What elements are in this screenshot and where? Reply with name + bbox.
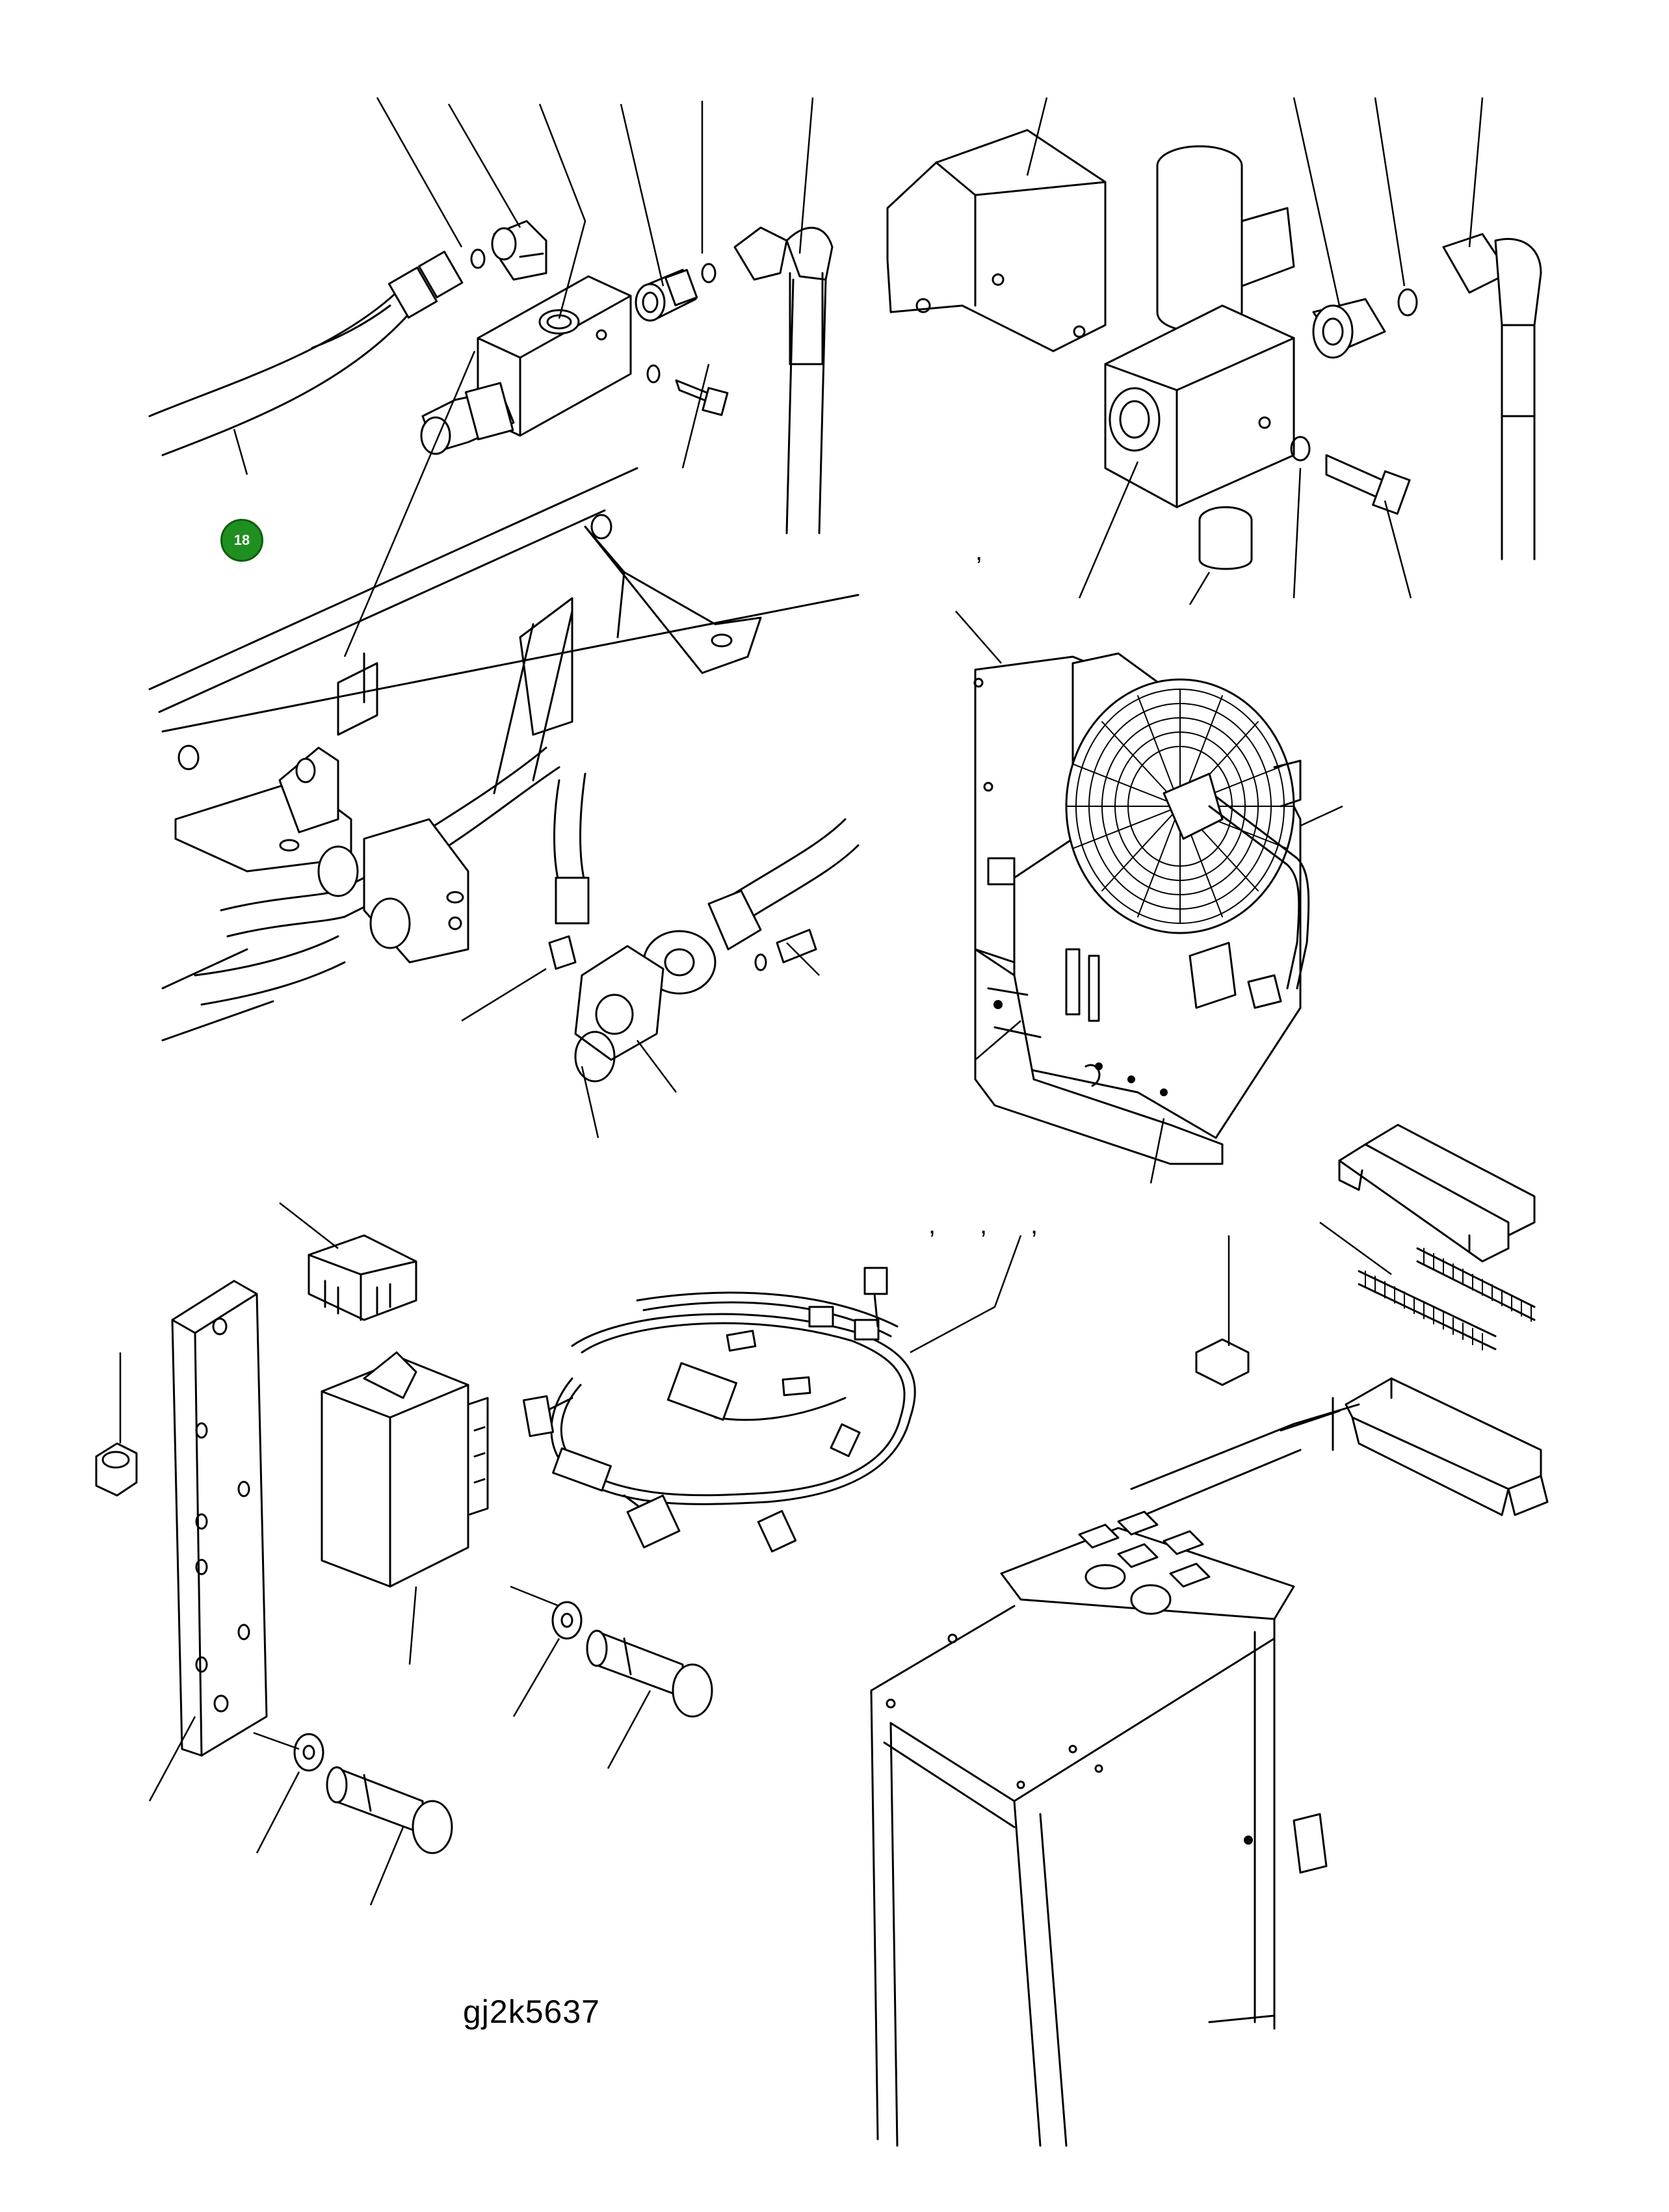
figure-id-label: gj2k5637 [463, 1994, 600, 2030]
solenoid-valve-assembly [886, 129, 1542, 570]
plate-holes [195, 1317, 250, 1713]
punctuation-mark: , [980, 1211, 988, 1239]
fuse-holder-assembly [1195, 1124, 1549, 1516]
wiring-harness [522, 1267, 916, 1553]
relay-and-plate-assembly [95, 1234, 713, 1854]
fuse-strip-upper [1416, 1247, 1536, 1322]
leader-lines [119, 97, 1484, 1906]
fuse-strip-lower [1358, 1270, 1497, 1350]
flange-fitting-assembly [548, 772, 860, 1083]
punctuation-mark: , [928, 1211, 936, 1239]
callout-badge[interactable]: 18 [220, 519, 263, 562]
valve-assembly-left [148, 220, 834, 534]
cab-console-assembly [870, 1397, 1360, 2147]
cooler-fan-assembly [973, 652, 1310, 1165]
frame-bracket-assembly [148, 467, 860, 1042]
punctuation-mark: , [975, 537, 983, 566]
punctuation-mark: , [1031, 1211, 1038, 1239]
